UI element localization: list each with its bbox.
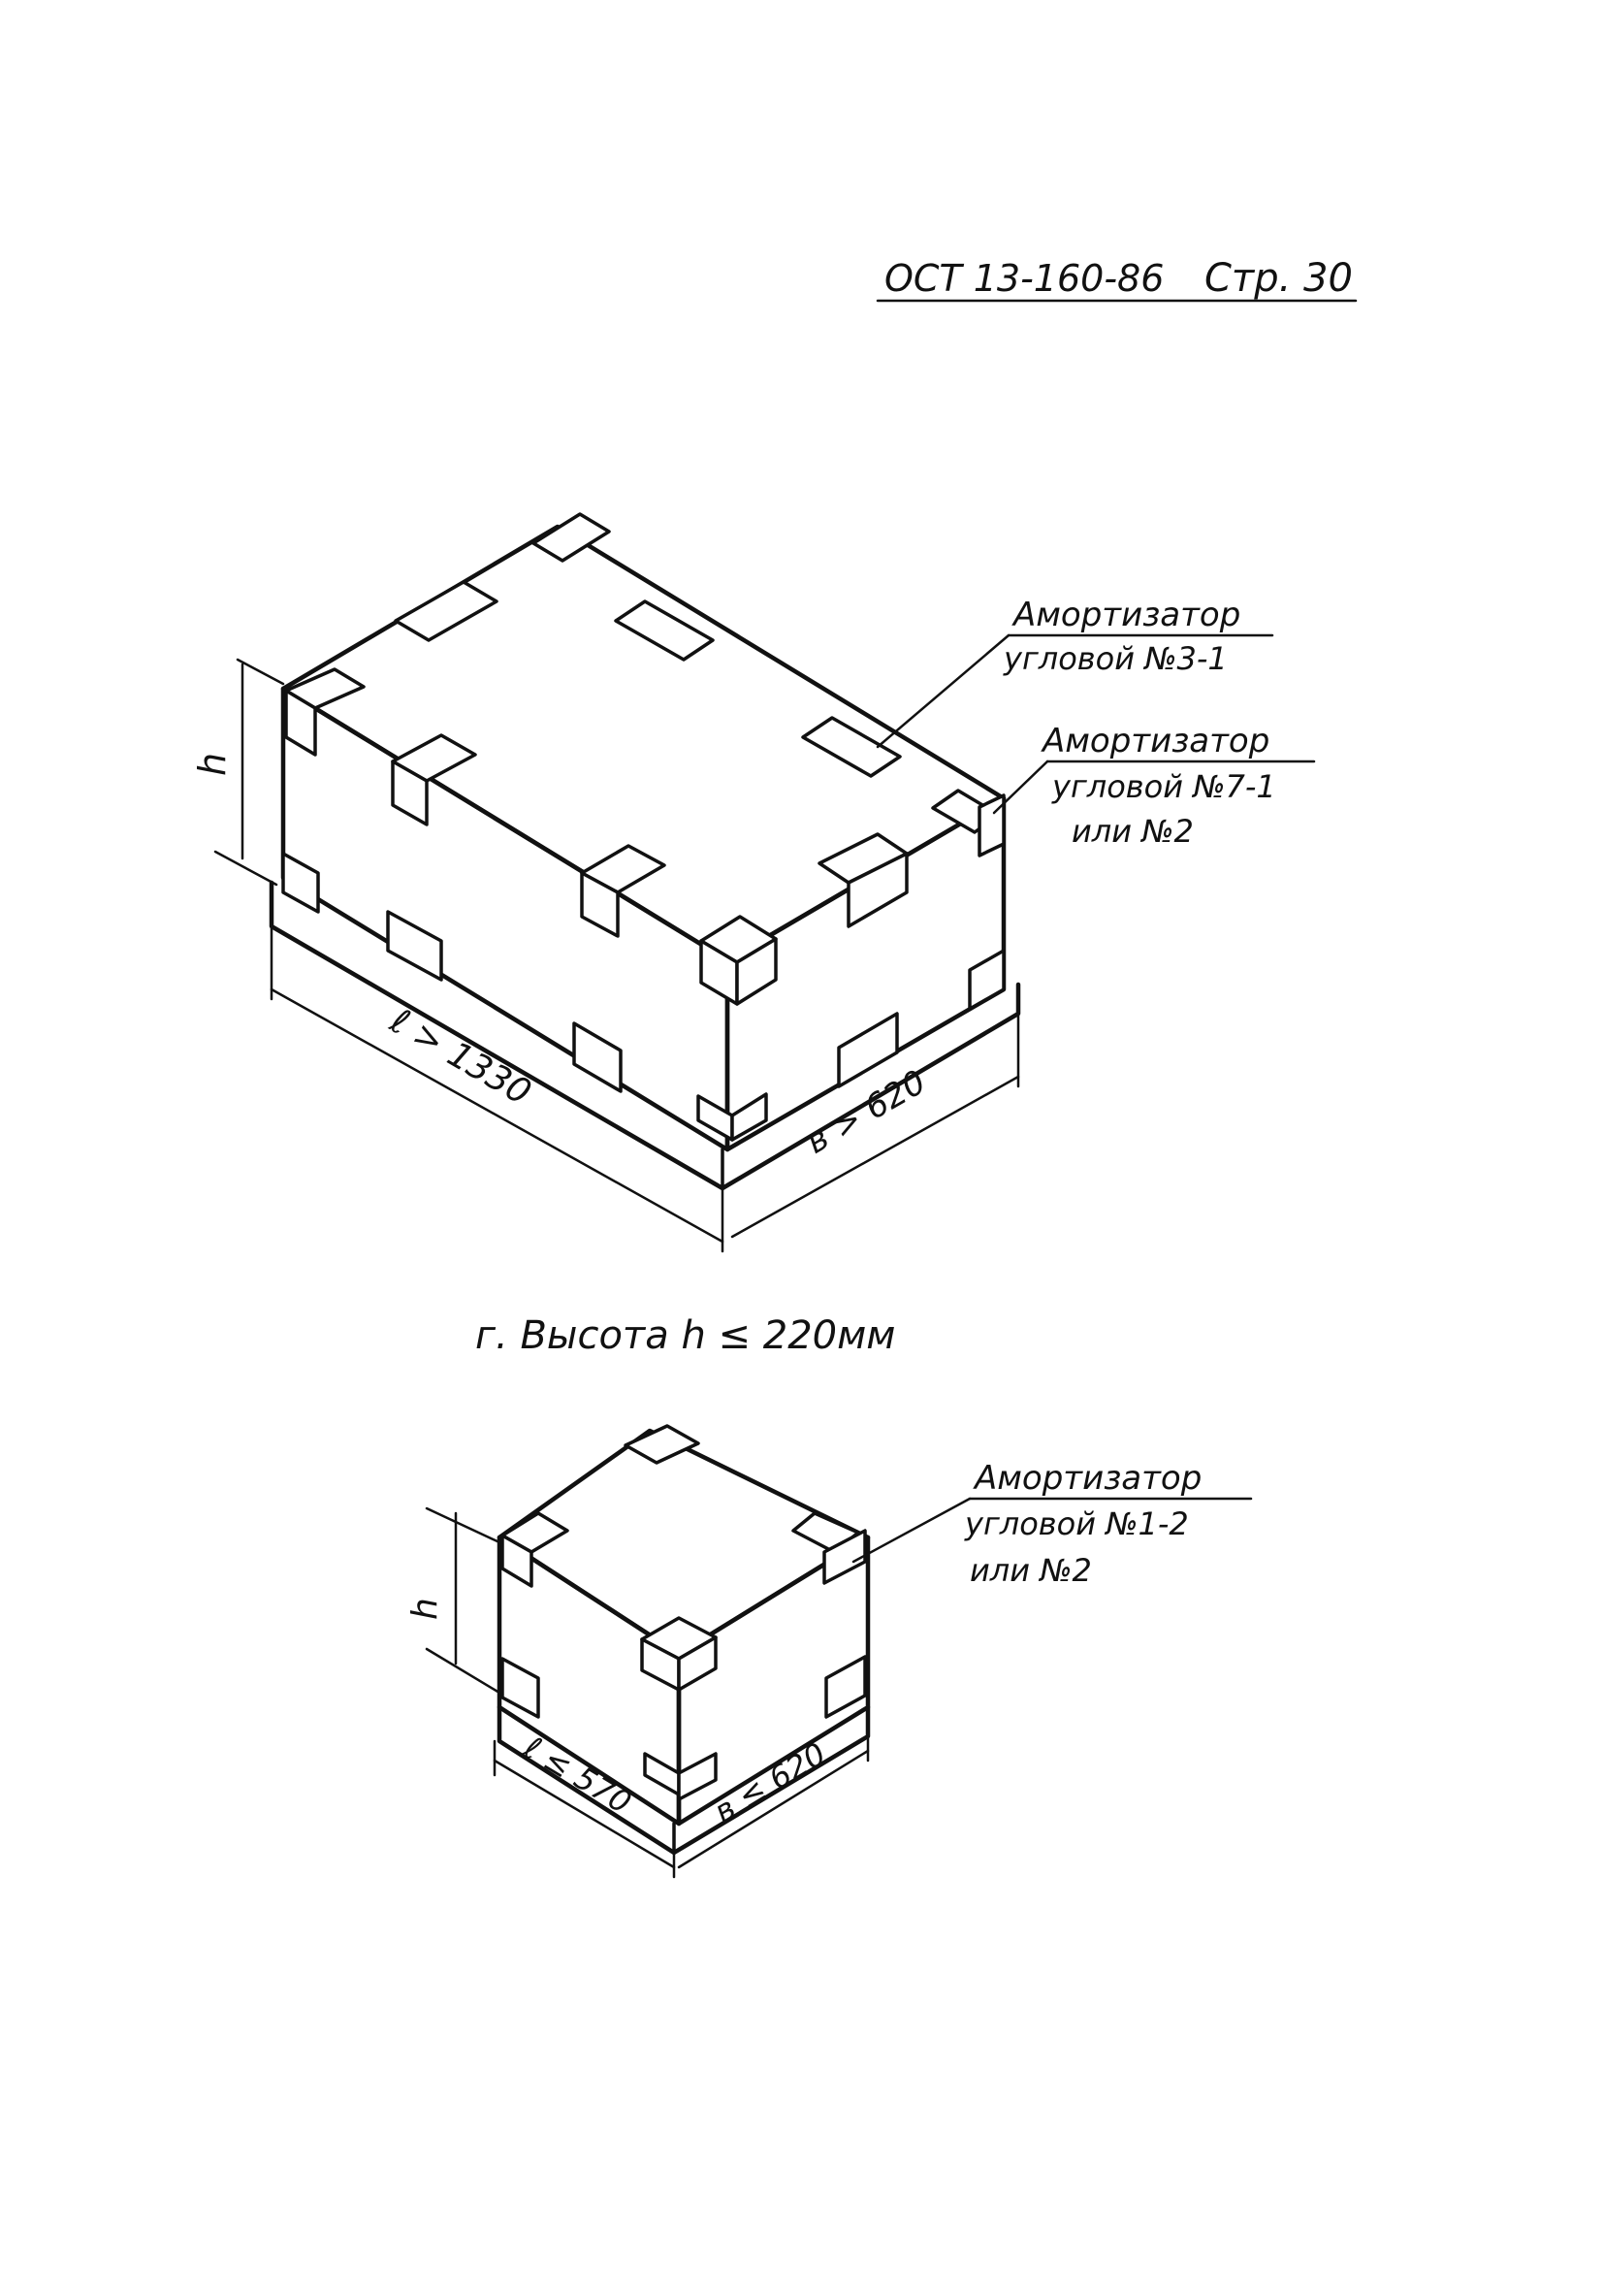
large-crate-drawing: h ℓ > 1330 в > 620 Амортизатор угловой №… (191, 512, 1316, 1358)
corner-pad-upper-left (284, 667, 366, 757)
page-number: Стр. 30 (1204, 256, 1353, 301)
large-callout-2: Амортизатор угловой №7-1 или №2 (992, 722, 1316, 850)
callout-note: или №2 (970, 1552, 1092, 1589)
leader-line (851, 1497, 972, 1564)
corner-pad-right (978, 793, 1006, 857)
large-height-label: h (191, 753, 234, 776)
base-pad (643, 1752, 681, 1796)
base-pad (500, 1657, 540, 1719)
callout-note: или №2 (1072, 813, 1194, 850)
small-length-label: ℓ ≤ 570 (517, 1729, 638, 1822)
large-length-dimension: ℓ > 1330 (270, 924, 724, 1253)
side-pad-upper (580, 844, 666, 938)
figure-caption: г. Высота h ≤ 220мм (475, 1313, 895, 1358)
base-pad (281, 852, 320, 914)
callout-subtitle: угловой №3-1 (1003, 640, 1228, 677)
edge-pad (614, 599, 715, 662)
page-header: ОСТ 13-160-86 Стр. 30 (876, 256, 1358, 303)
small-width-label: в ≤ 620 (708, 1735, 833, 1830)
large-callout-1: Амортизатор угловой №3-1 (876, 596, 1274, 749)
large-width-label: в > 620 (800, 1063, 933, 1162)
edge-pad (394, 580, 498, 642)
callout-title: Амортизатор (1041, 722, 1269, 760)
small-crate-drawing: h ℓ ≤ 570 в ≤ 620 Амортизатор угловой №1… (405, 1424, 1253, 1879)
leader-line (876, 633, 1011, 749)
callout-subtitle: угловой №1-2 (964, 1505, 1189, 1542)
base-pad (837, 1012, 899, 1088)
base-pad (730, 1092, 768, 1142)
corner-pad-right (791, 1511, 867, 1585)
base-pad (677, 1752, 718, 1801)
edge-pad (801, 716, 902, 778)
document-code: ОСТ 13-160-86 (884, 257, 1164, 300)
small-callout: Амортизатор угловой №1-2 или №2 (851, 1459, 1253, 1589)
side-pad-upper (818, 832, 909, 928)
side-pad-upper (391, 733, 477, 826)
callout-title: Амортизатор (973, 1459, 1202, 1498)
corner-pad (531, 512, 611, 563)
callout-title: Амортизатор (1011, 596, 1240, 634)
corner-pad-left (500, 1511, 569, 1588)
base-pad (386, 910, 443, 982)
small-height-dimension: h (405, 1506, 501, 1695)
base-pad (824, 1655, 867, 1719)
corner-pad (624, 1424, 700, 1465)
corner-pad-front (640, 1616, 718, 1692)
base-pad (572, 1021, 623, 1093)
corner-pad-front (699, 915, 778, 1006)
base-pad (968, 949, 1006, 1011)
leader-line (992, 760, 1049, 815)
small-height-label: h (405, 1598, 445, 1620)
callout-subtitle: угловой №7-1 (1051, 768, 1276, 805)
large-height-dimension: h (191, 658, 285, 887)
